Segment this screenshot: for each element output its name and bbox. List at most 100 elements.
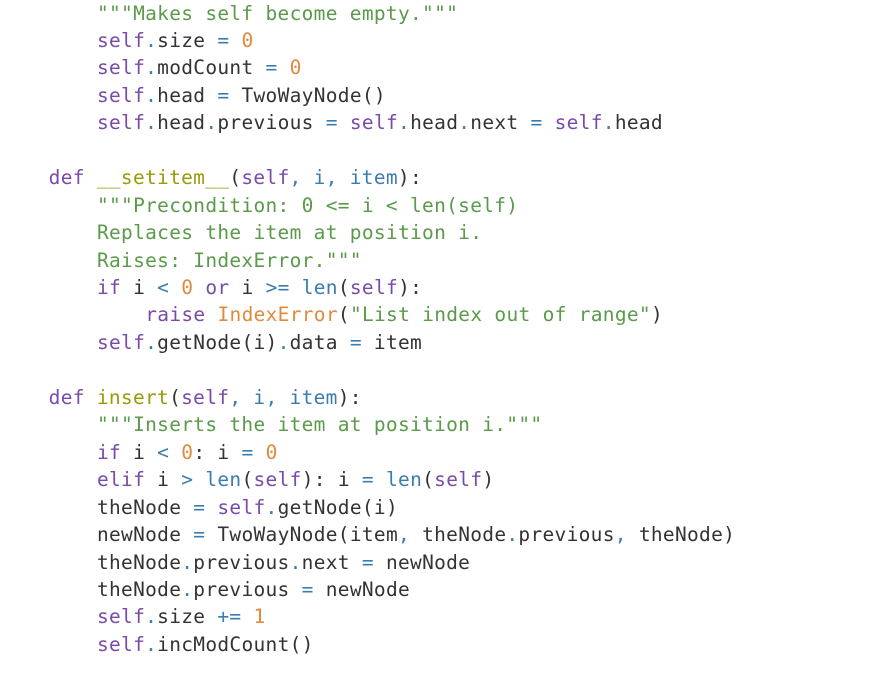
code-token: 0 <box>265 440 278 464</box>
code-token: = <box>217 83 230 107</box>
code-line[interactable]: self.incModCount() <box>97 631 314 658</box>
code-token: previous <box>518 523 615 547</box>
code-token: ) <box>723 523 736 547</box>
code-token: TwoWayNode <box>205 523 338 547</box>
code-token: = <box>193 523 206 547</box>
code-token: def <box>48 385 85 409</box>
code-line[interactable]: self.getNode(i).data = item <box>97 329 422 356</box>
code-token: ( <box>337 303 350 327</box>
code-token: , <box>289 166 302 190</box>
code-line[interactable]: theNode.previous = newNode <box>97 576 410 603</box>
code-token <box>169 276 181 299</box>
code-line[interactable]: Replaces the item at position i. <box>97 219 482 246</box>
code-token: ): <box>397 166 423 190</box>
code-token: Replaces the item at position i. <box>96 221 483 245</box>
code-token: = <box>265 56 278 80</box>
code-token: . <box>506 523 519 547</box>
code-token: () <box>289 632 314 656</box>
code-line[interactable]: Raises: IndexError.""" <box>97 247 362 274</box>
code-line[interactable]: self.size = 0 <box>97 27 254 54</box>
code-token: i <box>325 468 362 492</box>
code-token: theNode <box>96 577 182 601</box>
code-token: : <box>193 440 206 464</box>
code-line[interactable]: newNode = TwoWayNode(item, theNode.previ… <box>97 521 735 548</box>
code-line[interactable]: """Precondition: 0 <= i < len(self) <box>97 192 518 219</box>
code-line[interactable]: """Makes self become empty.""" <box>97 0 458 27</box>
code-line[interactable]: theNode = self.getNode(i) <box>97 494 398 521</box>
code-token: self <box>349 111 399 135</box>
code-token: self <box>253 468 302 492</box>
code-token: modCount <box>157 56 266 80</box>
code-token: self <box>241 166 290 190</box>
code-token: ( <box>169 385 182 409</box>
code-token: self <box>554 111 603 135</box>
code-token: ) <box>482 468 495 492</box>
code-token <box>205 496 217 519</box>
code-token: self <box>96 330 146 354</box>
code-token: __setitem__ <box>96 166 230 190</box>
code-line[interactable]: self.head = TwoWayNode() <box>97 82 386 109</box>
code-token: () <box>361 83 386 107</box>
code-token: getNode <box>277 495 362 519</box>
code-token: self <box>96 632 146 656</box>
code-line[interactable]: if i < 0 or i >= len(self): <box>97 274 422 301</box>
code-token: ( <box>337 523 350 547</box>
code-token: item <box>289 385 338 409</box>
code-line[interactable]: if i < 0: i = 0 <box>97 439 278 466</box>
code-token: item <box>349 523 398 547</box>
code-line[interactable]: raise IndexError("List index out of rang… <box>145 301 663 328</box>
code-token: . <box>289 550 302 574</box>
code-token: i <box>121 276 158 299</box>
code-token: item <box>349 166 398 190</box>
code-token: self <box>96 111 146 135</box>
code-token: i <box>145 468 182 492</box>
code-token <box>278 386 290 409</box>
code-token: < <box>157 276 170 299</box>
code-token: . <box>145 605 158 629</box>
code-token: i <box>253 385 266 409</box>
code-token: self <box>217 495 266 519</box>
code-token: ): <box>337 385 362 409</box>
code-line[interactable]: self.head.previous = self.head.next = se… <box>97 109 663 136</box>
code-token: = <box>193 495 206 519</box>
code-token <box>205 303 217 326</box>
code-token: = <box>361 550 374 574</box>
code-token: len <box>386 468 423 492</box>
code-token: previous <box>193 550 290 574</box>
code-token: . <box>145 330 158 354</box>
code-token: 0 <box>289 56 302 80</box>
code-token: >= <box>265 276 290 299</box>
code-token: 1 <box>253 605 266 629</box>
code-token: elif <box>96 468 146 492</box>
code-token: size <box>157 605 218 629</box>
code-token: i <box>313 166 326 190</box>
code-line[interactable]: self.size += 1 <box>97 603 266 630</box>
code-token: next <box>470 111 531 135</box>
code-token: len <box>205 468 242 492</box>
code-token: = <box>349 330 362 354</box>
code-line[interactable]: def insert(self, i, item): <box>49 384 362 411</box>
code-line[interactable]: elif i > len(self): i = len(self) <box>97 466 494 493</box>
code-token: += <box>217 605 242 629</box>
code-token: , <box>398 523 411 547</box>
code-token <box>169 441 181 464</box>
code-token <box>543 111 555 134</box>
code-token: """Inserts the item at position i.""" <box>96 413 543 437</box>
code-token: ( <box>337 276 350 299</box>
code-line[interactable]: self.modCount = 0 <box>97 54 302 81</box>
code-line[interactable]: """Inserts the item at position i.""" <box>97 411 542 438</box>
code-token: self <box>96 83 146 107</box>
code-token: head <box>614 111 663 135</box>
code-token: self <box>96 56 146 80</box>
code-line[interactable]: theNode.previous.next = newNode <box>97 549 470 576</box>
code-token: . <box>145 56 158 80</box>
code-token: size <box>157 28 218 52</box>
code-token: (i) <box>361 495 398 519</box>
code-line[interactable]: def __setitem__(self, i, item): <box>49 164 422 191</box>
code-token: head <box>157 83 218 107</box>
code-token: . <box>205 111 218 135</box>
code-token <box>338 166 350 189</box>
code-token: (i) <box>241 330 278 354</box>
code-token: 0 <box>181 440 194 464</box>
